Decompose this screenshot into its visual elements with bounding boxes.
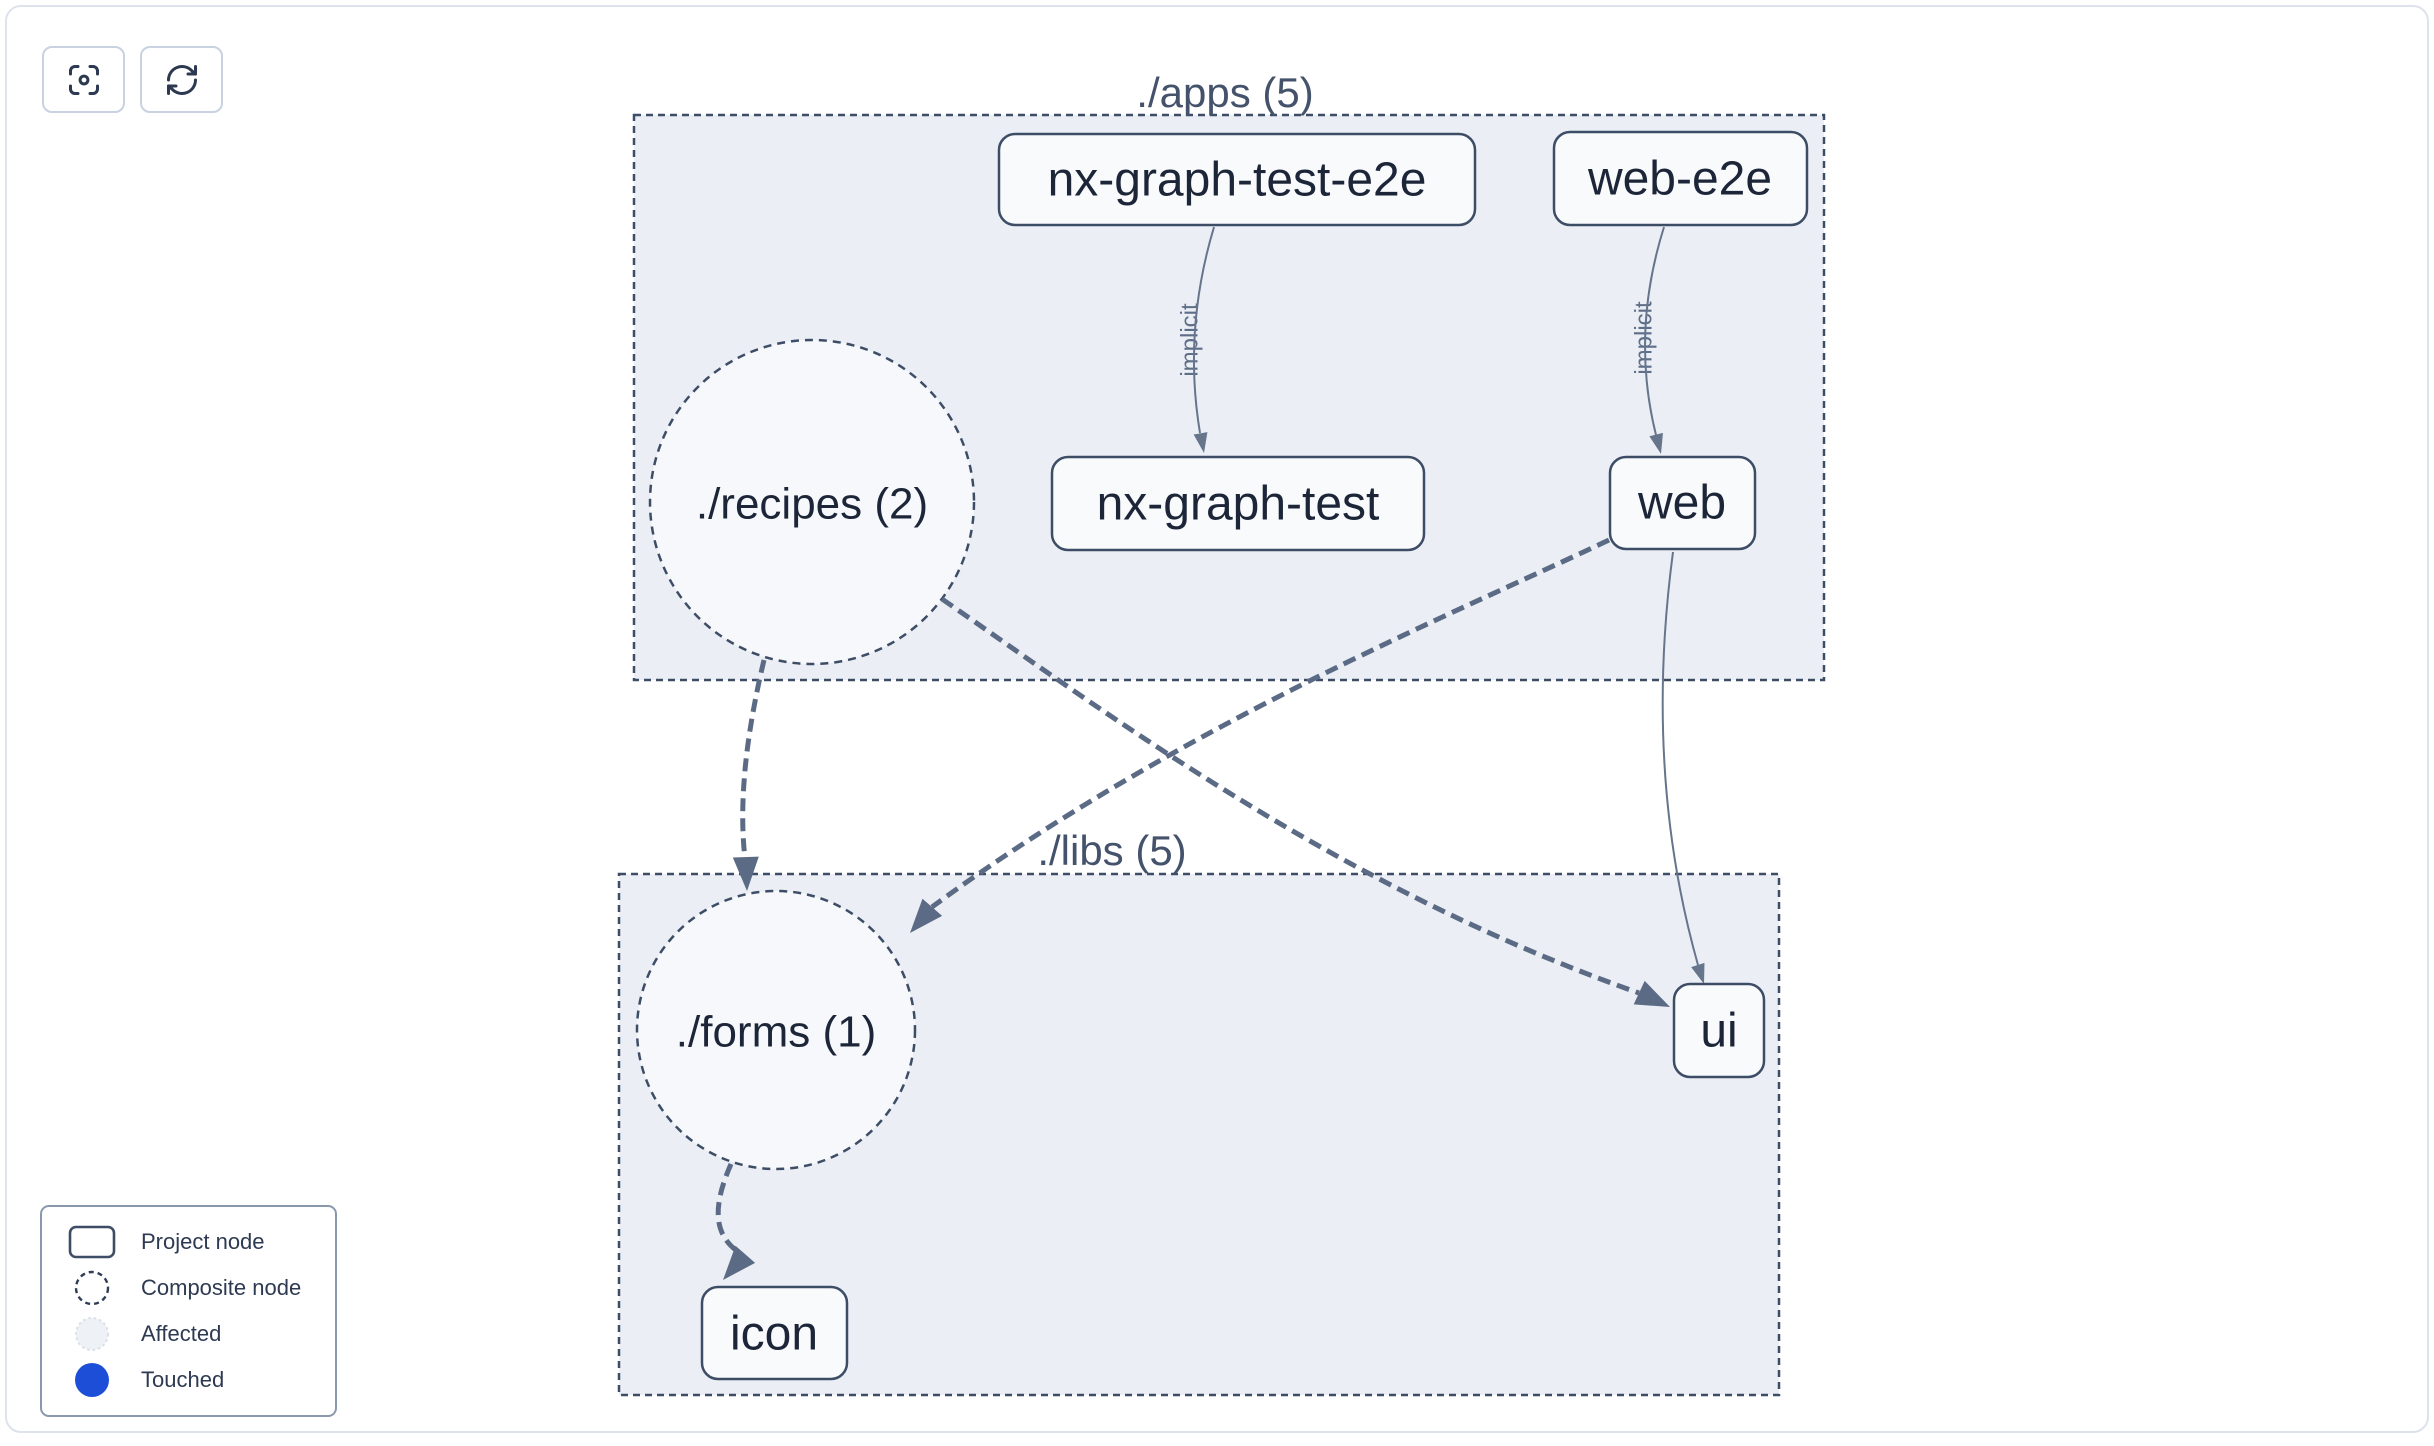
legend-item-project-node: Project node: [42, 1219, 335, 1265]
edge-web-to-forms: [930, 537, 1611, 910]
project-node-swatch-icon: [42, 1225, 141, 1259]
edge-recipes-to-ui: [940, 596, 1640, 996]
edge-label-implicit-2: implicit: [1631, 301, 1658, 375]
graph-canvas[interactable]: ./apps (5) ./libs (5) implicit implicit …: [5, 5, 2429, 1433]
edge-web-to-ui: [1661, 551, 1699, 966]
legend-label: Touched: [141, 1367, 225, 1392]
node-label-nx-graph-test: nx-graph-test: [1097, 478, 1380, 531]
cluster-libs-label: ./libs (5): [1037, 827, 1186, 874]
edge-nx-graph-test-e2e-to-nx-graph-test: [1193, 226, 1215, 434]
composite-node-forms[interactable]: [635, 889, 917, 1171]
legend-item-touched: Touched: [42, 1357, 335, 1403]
edge-web-e2e-to-web: [1644, 226, 1665, 436]
project-node-web-e2e[interactable]: [1552, 130, 1809, 227]
node-label-icon: icon: [730, 1308, 818, 1361]
legend-item-affected: Affected: [42, 1311, 335, 1357]
composite-node-swatch-icon: [42, 1269, 141, 1307]
dependency-graph: ./apps (5) ./libs (5) implicit implicit …: [617, 69, 1826, 1397]
cluster-apps-label: ./apps (5): [1136, 69, 1313, 116]
node-label-nx-graph-test-e2e: nx-graph-test-e2e: [1048, 154, 1427, 207]
project-node-ui[interactable]: [1672, 982, 1766, 1079]
arrowhead-icon: [1193, 432, 1208, 453]
touched-swatch-icon: [42, 1361, 141, 1399]
arrowhead-icon: [1649, 432, 1663, 454]
refresh-button[interactable]: [140, 46, 223, 113]
affected-swatch-icon: [42, 1315, 141, 1353]
edge-forms-to-icon: [715, 1162, 739, 1253]
node-label-ui: ui: [1700, 1005, 1737, 1058]
legend-label: Composite node: [141, 1275, 302, 1300]
node-label-web-e2e: web-e2e: [1587, 153, 1772, 206]
graph-toolbar: [42, 46, 223, 113]
composite-node-recipes[interactable]: [648, 338, 976, 666]
project-node-icon[interactable]: [700, 1285, 849, 1381]
arrowhead-icon: [1691, 962, 1705, 984]
arrowhead-icon: [732, 856, 759, 891]
focus-icon: [66, 62, 102, 98]
legend-item-composite-node: Composite node: [42, 1265, 335, 1311]
project-node-web[interactable]: [1608, 455, 1757, 551]
legend-label: Project node: [141, 1229, 265, 1254]
project-node-nx-graph-test[interactable]: [1050, 455, 1426, 552]
arrowhead-icon: [910, 898, 943, 933]
arrowhead-icon: [1633, 980, 1670, 1007]
project-node-nx-graph-test-e2e[interactable]: [997, 132, 1477, 227]
edge-recipes-to-forms: [740, 659, 767, 860]
legend-label: Affected: [141, 1321, 222, 1346]
node-label-web: web: [1637, 477, 1726, 530]
graph-legend: Project node Composite node Affected: [40, 1205, 337, 1417]
arrowhead-icon: [723, 1245, 756, 1280]
edge-label-implicit-1: implicit: [1177, 303, 1204, 377]
node-label-recipes: ./recipes (2): [696, 480, 928, 529]
refresh-icon: [164, 62, 200, 98]
node-label-forms: ./forms (1): [676, 1008, 876, 1057]
focus-button[interactable]: [42, 46, 125, 113]
